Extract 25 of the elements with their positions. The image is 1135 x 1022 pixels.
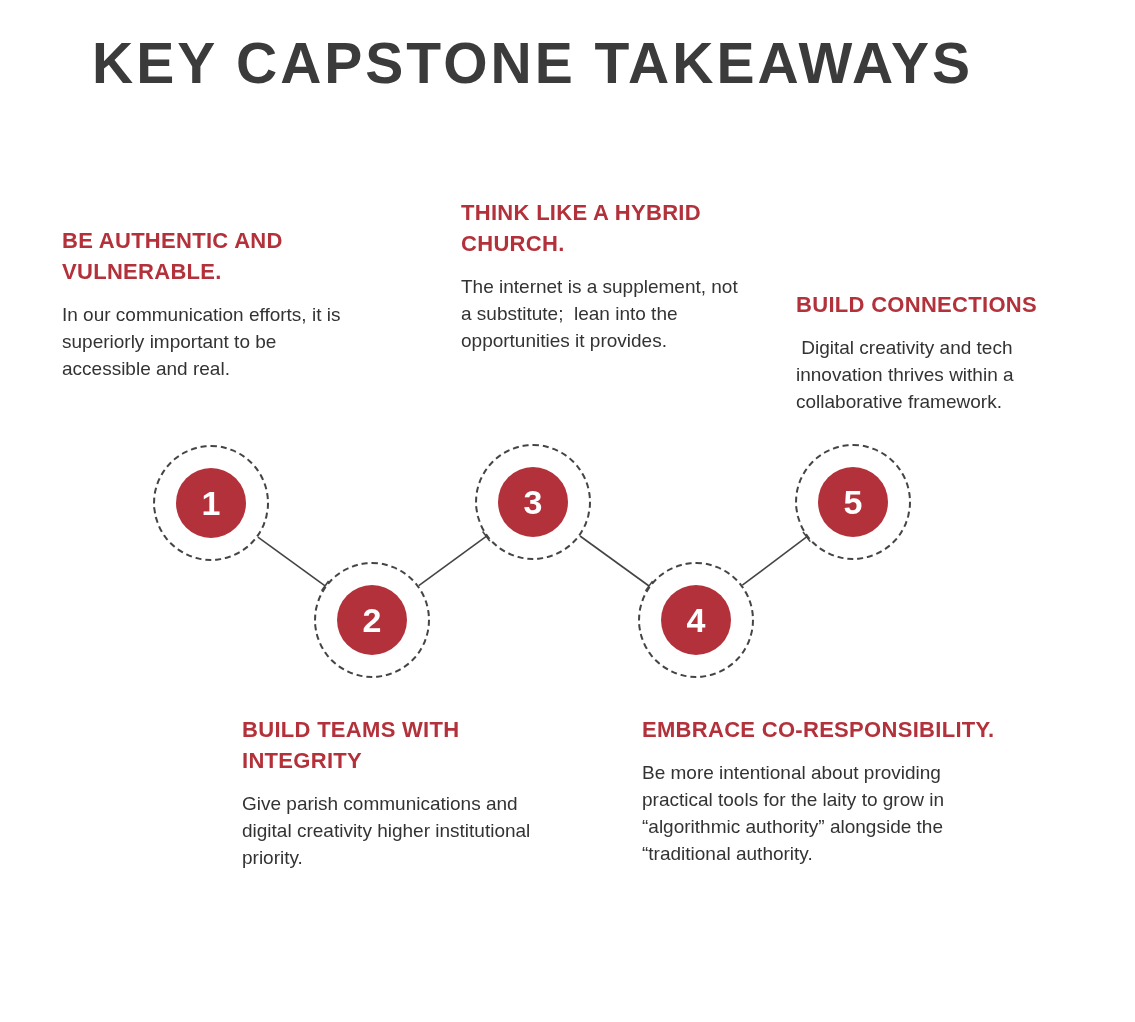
dashed-ring [475, 444, 591, 560]
dashed-ring [153, 445, 269, 561]
connector-line [579, 535, 654, 592]
connector-line [741, 531, 812, 586]
takeaway-text: In our communication efforts, it is superiorly important to be accessible and real. [62, 303, 342, 381]
dashed-ring [638, 562, 754, 678]
takeaway-text: Be more intentional about providing practical tools for the laity to grow in “algorithmic authority” alongside the “traditional authority. [642, 761, 946, 866]
connector-line [257, 536, 330, 592]
takeaway-heading: THINK LIKE A HYBRID CHURCH. [461, 199, 702, 258]
step-number: 3 [523, 482, 543, 522]
takeaway-text: Give parish communications and digital creativity higher institutional priority. [242, 792, 532, 870]
dashed-ring [795, 444, 911, 560]
takeaway-heading: BUILD TEAMS WITH INTEGRITY [242, 716, 461, 775]
takeaway-heading: BUILD CONNECTIONS [796, 291, 1038, 319]
step-number: 5 [843, 482, 863, 522]
step-number: 4 [686, 600, 706, 640]
title: KEY CAPSTONE TAKEAWAYS [92, 30, 974, 96]
takeaway-text: The internet is a supplement, not a substitute; lean into the opportunities it provides. [461, 275, 739, 353]
dashed-ring [314, 562, 430, 678]
step-number: 1 [201, 483, 221, 523]
connector-line [417, 530, 491, 587]
takeaway-heading: EMBRACE CO-RESPONSIBILITY. [642, 716, 996, 744]
takeaway-heading: BE AUTHENTIC AND VULNERABLE. [62, 227, 284, 286]
step-number: 2 [362, 600, 382, 640]
takeaway-text: Digital creativity and tech innovation thrives within a collaborative framework. [796, 336, 1015, 414]
